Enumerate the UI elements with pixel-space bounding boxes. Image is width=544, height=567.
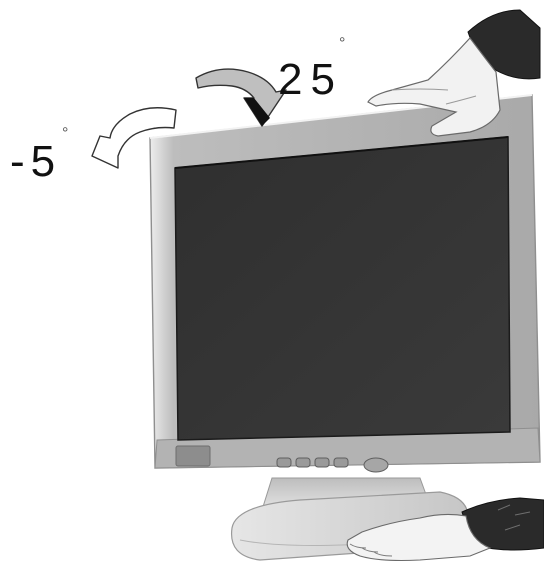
- curved-arrow-down-icon: [196, 69, 286, 126]
- monitor-screen: [0, 0, 1, 1]
- forward-tilt-degree-symbol: °: [62, 125, 68, 142]
- forward-tilt-angle-label: -5: [10, 137, 61, 186]
- control-button: [176, 446, 210, 466]
- control-button: [315, 458, 329, 467]
- back-tilt-degree-symbol: °: [339, 35, 345, 52]
- control-button: [296, 458, 310, 467]
- control-button: [277, 458, 291, 467]
- back-tilt-angle-label: 25: [278, 55, 343, 104]
- power-button: [364, 458, 388, 472]
- monitor-screen-panel: [175, 137, 510, 440]
- control-button: [334, 458, 348, 467]
